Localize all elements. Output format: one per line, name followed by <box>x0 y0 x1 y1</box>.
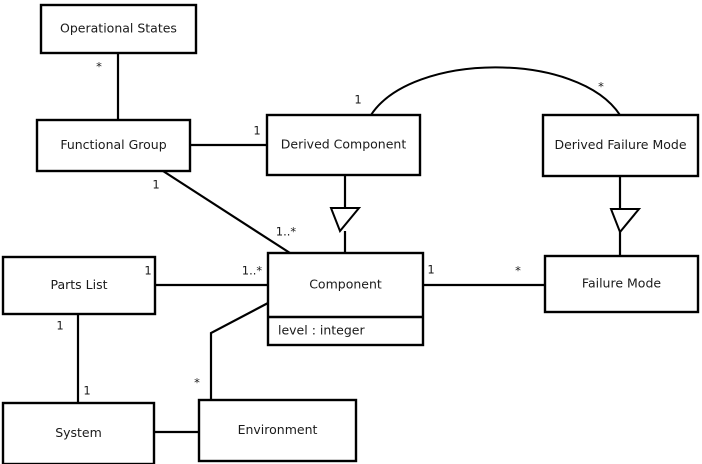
multiplicity-label-component--failure-mode-0: 1 <box>427 263 434 277</box>
class-box-outline-derived-failure-mode <box>541 113 700 178</box>
class-box-parts-list[interactable]: Parts List <box>1 255 157 316</box>
associations-layer <box>76 53 621 434</box>
class-box-outline-failure-mode <box>543 254 700 314</box>
multiplicity-label-parts-list--system-0: 1 <box>56 319 63 333</box>
class-name-parts-list: Parts List <box>50 277 107 292</box>
multiplicity-label-operational-states--functional-group-0: * <box>96 60 102 74</box>
multiplicity-label-derived-component--derived-failure-mode-0: 1 <box>354 93 361 107</box>
class-box-derived-failure-mode[interactable]: Derived Failure Mode <box>541 113 700 178</box>
multiplicity-labels-layer: * 1 1 1..* 1 * 1 1..* 1 * 1 1 * <box>56 60 604 398</box>
class-name-derived-failure-mode: Derived Failure Mode <box>554 137 686 152</box>
multiplicity-label-functional-group--component-1: 1..* <box>276 225 297 239</box>
class-box-outline-system <box>1 401 156 464</box>
class-box-outline-functional-group <box>35 118 192 173</box>
class-box-derived-component[interactable]: Derived Component <box>265 113 422 177</box>
class-name-operational-states: Operational States <box>60 21 177 36</box>
multiplicity-label-derived-component--derived-failure-mode-1: * <box>598 80 604 94</box>
class-attribute-component-0: level : integer <box>278 323 365 338</box>
generalization-triangle-component--derived-component <box>329 207 362 233</box>
class-box-component[interactable]: Component level : integer <box>266 251 425 347</box>
class-name-derived-component: Derived Component <box>281 137 407 152</box>
association-functional-group--component <box>162 170 291 254</box>
multiplicity-label-parts-list--component-1: 1..* <box>242 264 263 278</box>
multiplicity-label-parts-list--system-1: 1 <box>83 384 90 398</box>
class-name-environment: Environment <box>238 422 318 437</box>
multiplicity-label-environment--component-0: * <box>194 376 200 390</box>
class-box-outline-parts-list <box>1 255 157 316</box>
class-box-system[interactable]: System <box>1 401 156 464</box>
multiplicity-label-parts-list--component-0: 1 <box>144 264 151 278</box>
class-name-functional-group: Functional Group <box>60 137 166 152</box>
class-box-outline-derived-component <box>265 113 422 177</box>
class-box-environment[interactable]: Environment <box>197 398 358 463</box>
class-box-outline-component <box>266 251 425 347</box>
multiplicity-label-component--failure-mode-1: * <box>515 264 521 278</box>
class-box-outline-environment <box>197 398 358 463</box>
class-box-operational-states[interactable]: Operational States <box>39 3 198 55</box>
class-name-component: Component <box>309 277 382 292</box>
class-name-failure-mode: Failure Mode <box>582 276 661 291</box>
generalization-triangle-failure-mode--derived-failure-mode <box>609 208 642 234</box>
class-name-system: System <box>55 425 102 440</box>
association-derived-component--derived-failure-mode <box>370 66 621 116</box>
class-box-functional-group[interactable]: Functional Group <box>35 118 192 173</box>
association-environment--component <box>209 302 269 400</box>
multiplicity-label-functional-group--derived-component-0: 1 <box>253 124 260 138</box>
generalizations-layer <box>329 175 642 256</box>
multiplicity-label-functional-group--component-0: 1 <box>152 178 159 192</box>
class-box-outline-operational-states <box>39 3 198 55</box>
class-box-failure-mode[interactable]: Failure Mode <box>543 254 700 314</box>
